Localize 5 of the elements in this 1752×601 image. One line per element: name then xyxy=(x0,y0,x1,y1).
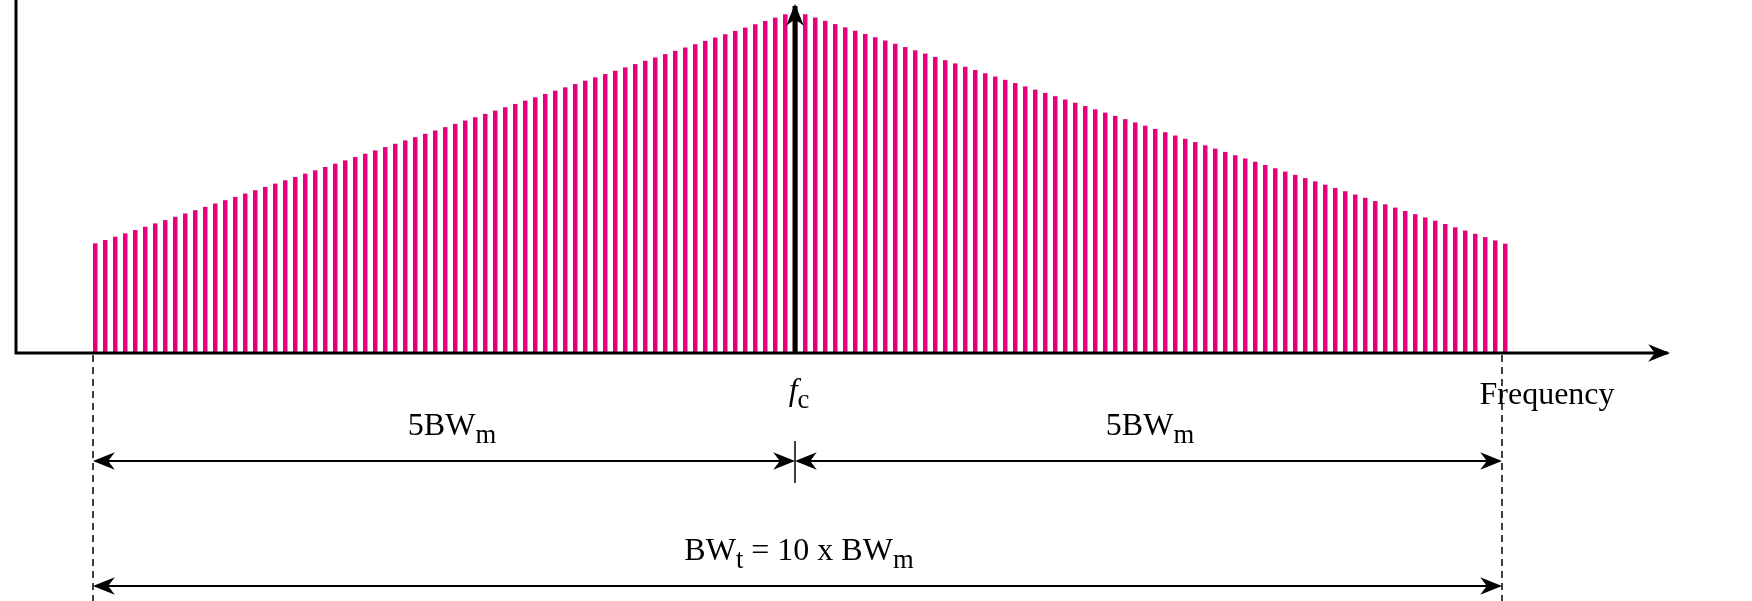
carrier-frequency-label: f$_{c}$ xyxy=(788,373,810,413)
total-bandwidth-label: BW$_{t}$ = 10 x BW$_{m}$ xyxy=(684,533,914,573)
axis-label: Frequency xyxy=(1479,377,1615,409)
bandwidth-label: 5BW$_{m}$ xyxy=(1105,408,1195,448)
bandwidth-label: 5BW$_{m}$ xyxy=(407,408,497,448)
